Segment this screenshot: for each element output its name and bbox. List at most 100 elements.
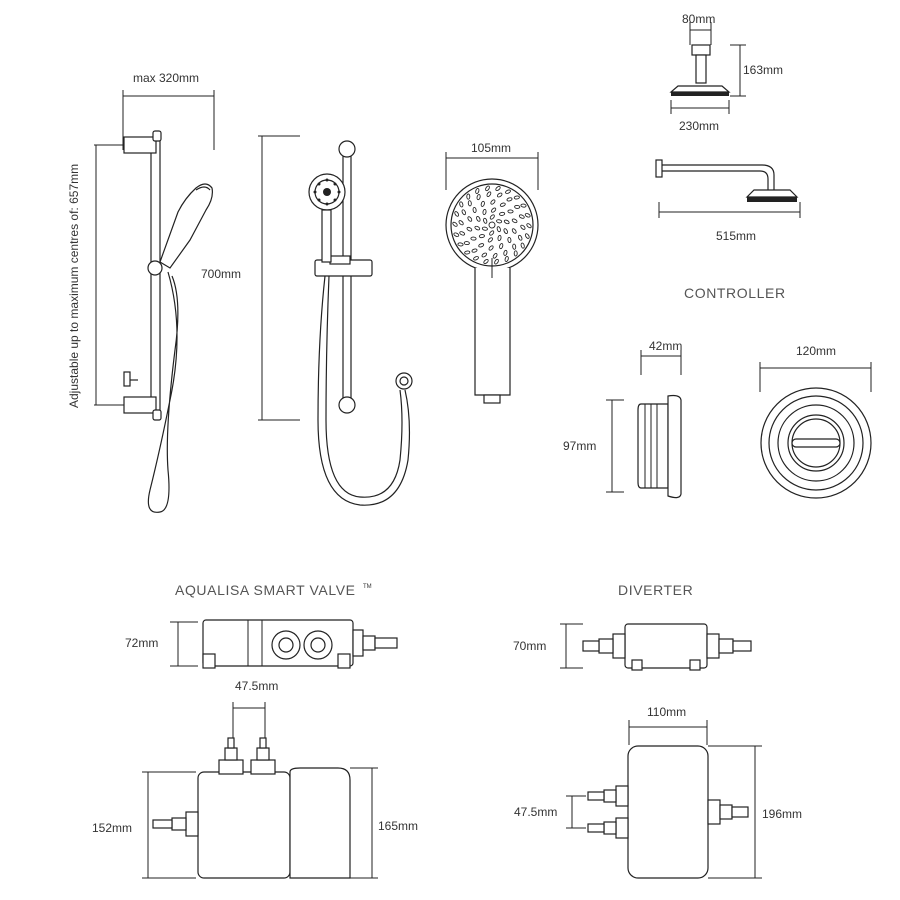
dim-div-196: 196mm xyxy=(762,807,802,821)
wall-arm-drawing: 515mm xyxy=(655,159,801,243)
spray-nozzle xyxy=(512,243,517,250)
spray-nozzle xyxy=(464,250,471,255)
spray-nozzle xyxy=(524,213,531,218)
spray-nozzle xyxy=(511,218,518,224)
spray-nozzle xyxy=(471,248,478,253)
spray-nozzle xyxy=(466,193,471,200)
dim-max-320: max 320mm xyxy=(133,71,199,85)
spray-nozzle xyxy=(458,220,464,226)
spray-nozzle xyxy=(514,204,521,209)
spray-nozzle xyxy=(476,194,481,201)
dim-div-70: 70mm xyxy=(513,639,546,653)
dim-overhead-230: 230mm xyxy=(679,119,719,133)
spray-nozzle xyxy=(482,208,487,216)
spray-nozzle xyxy=(517,234,523,241)
rail-kit-drawing: max 320mm Adjustable up to maximum centr… xyxy=(67,71,215,513)
controller-side-drawing: 42mm 97mm xyxy=(563,339,682,499)
dim-rail-700: 700mm xyxy=(201,267,241,281)
spray-nozzle xyxy=(518,214,525,219)
overhead-drum-drawing: 80mm 163mm 230mm xyxy=(669,12,783,133)
spray-nozzle xyxy=(461,209,467,216)
spray-nozzle xyxy=(496,192,503,198)
dim-ctrl-120: 120mm xyxy=(796,344,836,358)
spray-nozzle xyxy=(503,219,510,225)
spray-nozzle xyxy=(520,242,525,249)
spray-nozzle xyxy=(474,225,481,231)
spray-nozzle xyxy=(475,188,480,194)
spray-nozzle xyxy=(503,249,508,256)
spray-nozzle xyxy=(487,237,493,243)
spray-nozzle xyxy=(457,242,464,247)
spray-nozzle xyxy=(489,214,495,220)
spray-nozzle xyxy=(478,234,485,239)
spray-nozzle xyxy=(499,202,506,207)
dim-valve-47-5: 47.5mm xyxy=(235,679,278,693)
dim-handset-105: 105mm xyxy=(471,141,511,155)
dim-arm-515: 515mm xyxy=(716,229,756,243)
handset-nozzles xyxy=(313,178,341,206)
dim-adjustable: Adjustable up to maximum centres of: 657… xyxy=(67,164,81,408)
heading-controller: CONTROLLER xyxy=(684,285,786,301)
spray-nozzle xyxy=(507,236,512,244)
spray-nozzle xyxy=(490,199,496,205)
dim-ctrl-97: 97mm xyxy=(563,439,596,453)
spray-nozzle xyxy=(524,233,530,239)
diverter-top-drawing: 110mm 47.5mm 196mm xyxy=(514,705,802,879)
spray-nozzle xyxy=(486,191,492,197)
rail-kit-front-drawing: 700mm xyxy=(201,135,413,506)
spray-nozzle xyxy=(470,236,477,241)
spray-nozzle xyxy=(520,224,526,230)
spray-nozzle xyxy=(489,230,495,236)
spray-nozzle xyxy=(497,234,502,242)
dim-valve-72: 72mm xyxy=(125,636,158,650)
controller-front-drawing: 120mm xyxy=(759,344,872,499)
spray-nozzle xyxy=(467,216,473,222)
heading-diverter: DIVERTER xyxy=(618,582,693,598)
diverter-side-drawing: 70mm xyxy=(513,623,752,671)
spray-nozzle xyxy=(483,259,489,264)
dim-overhead-80: 80mm xyxy=(682,12,715,26)
valve-top-drawing: 47.5mm 152mm 165mm xyxy=(92,679,418,879)
spray-nozzle xyxy=(495,186,501,191)
spray-nozzle xyxy=(459,201,464,208)
spray-nozzle xyxy=(453,232,460,237)
spray-nozzle xyxy=(506,197,513,202)
spray-nozzle xyxy=(478,243,485,248)
spray-nozzle xyxy=(513,195,520,200)
spray-nozzle xyxy=(466,226,473,232)
spray-nozzle xyxy=(496,219,503,224)
dim-valve-152: 152mm xyxy=(92,821,132,835)
spray-nozzle xyxy=(473,256,479,261)
heading-smart-valve-tm: TM xyxy=(363,584,372,590)
spray-nozzle xyxy=(526,223,532,229)
spray-nozzle xyxy=(507,209,514,214)
spray-nozzle xyxy=(483,217,488,224)
spray-nozzle xyxy=(499,211,506,216)
spray-nozzle xyxy=(481,226,488,231)
spray-nozzle xyxy=(511,228,517,234)
spray-nozzle xyxy=(476,216,481,222)
spray-nozzle xyxy=(488,245,494,251)
spray-nozzle xyxy=(513,250,518,257)
dim-overhead-163: 163mm xyxy=(743,63,783,77)
handset-drawing: 105mm xyxy=(445,141,539,404)
valve-side-drawing: 72mm xyxy=(125,619,398,669)
dim-div-47-5: 47.5mm xyxy=(514,805,557,819)
heading-smart-valve: AQUALISA SMART VALVE xyxy=(175,582,356,598)
dim-valve-165: 165mm xyxy=(378,819,418,833)
handset-spray-pattern xyxy=(452,185,532,265)
spray-nozzle xyxy=(505,189,511,194)
spray-nozzle xyxy=(496,226,501,233)
dim-ctrl-42: 42mm xyxy=(649,339,682,353)
spray-nozzle xyxy=(494,258,499,265)
spray-nozzle xyxy=(503,228,508,234)
spray-nozzle xyxy=(463,241,470,246)
spray-nozzle xyxy=(480,200,485,207)
spray-nozzle xyxy=(481,252,488,258)
spray-nozzle xyxy=(467,200,472,207)
spray-nozzle xyxy=(488,221,496,229)
spray-nozzle xyxy=(454,211,460,217)
spray-nozzle xyxy=(520,203,527,208)
spray-nozzle xyxy=(491,207,497,213)
